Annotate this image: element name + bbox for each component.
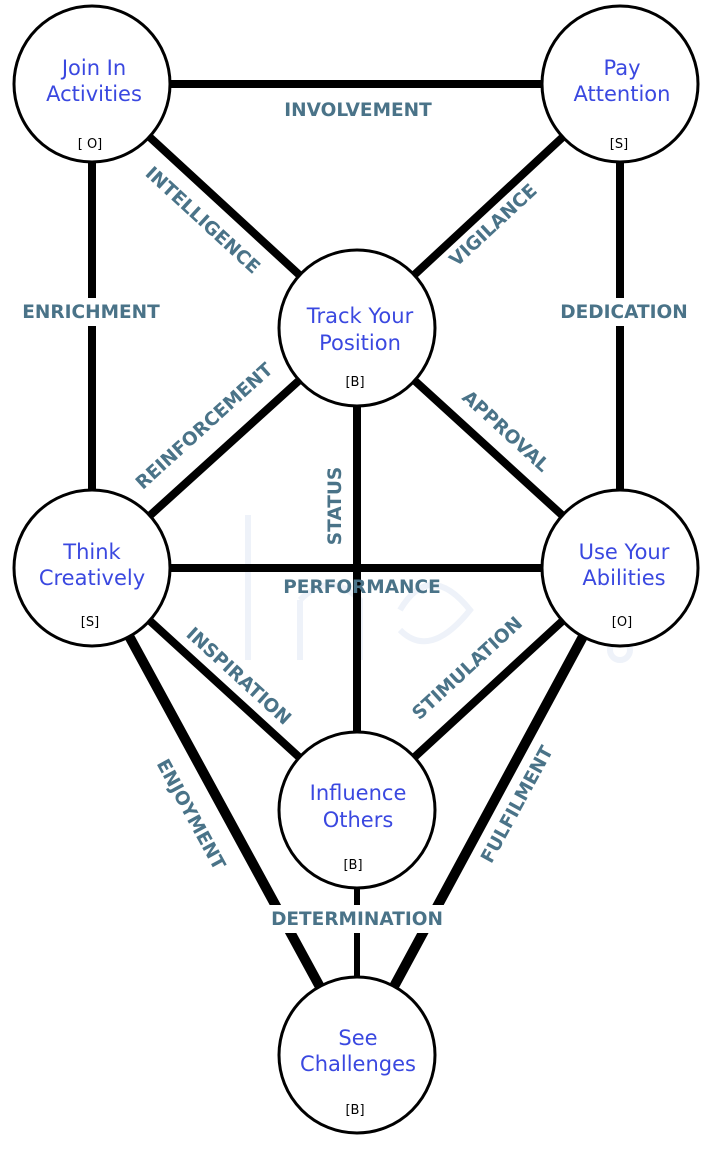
- node-track-code: [B]: [345, 375, 364, 390]
- edge-fulfilment: [352, 565, 625, 1058]
- node-use-your-abilities: Use Your Abilities [O]: [540, 488, 700, 648]
- node-influence-code: [B]: [343, 858, 362, 873]
- node-think-line2: Creatively: [39, 566, 145, 590]
- node-think-line1: Think: [62, 540, 121, 564]
- node-pay-line2: Attention: [574, 82, 671, 106]
- node-see-code: [B]: [345, 1103, 364, 1118]
- node-pay-code: [S]: [610, 137, 628, 152]
- label-dedication-bg: [553, 298, 695, 326]
- node-influence-others: Influence Others [B]: [277, 730, 437, 890]
- node-use-line1: Use Your: [579, 540, 670, 564]
- node-use-line2: Abilities: [582, 566, 665, 590]
- node-join-in-activities: Join In Activities [ O]: [12, 4, 172, 164]
- node-track-line2: Position: [319, 331, 401, 355]
- node-use-code: [O]: [612, 615, 632, 630]
- label-reinforcement: REINFORCEMENT: [132, 359, 278, 494]
- label-enrichment: ENRICHMENT: [22, 302, 160, 323]
- label-enjoyment: ENJOYMENT: [152, 756, 229, 874]
- node-pay-line1: Pay: [603, 56, 640, 80]
- label-involvement: INVOLVEMENT: [284, 100, 432, 121]
- node-think-code: [S]: [81, 615, 99, 630]
- edge-enjoyment: [87, 565, 362, 1058]
- label-status: STATUS: [325, 467, 346, 545]
- node-see-challenges: See Challenges [B]: [277, 975, 437, 1135]
- node-join-line1: Join In: [60, 56, 126, 80]
- node-influence-line2: Others: [323, 808, 394, 832]
- node-track-line1: Track Your: [306, 304, 414, 328]
- node-track-your-position: Track Your Position [B]: [277, 248, 437, 408]
- label-inspiration: INSPIRATION: [182, 624, 295, 730]
- node-see-line2: Challenges: [300, 1052, 416, 1076]
- node-think-creatively: Think Creatively [S]: [12, 488, 172, 648]
- node-see-line1: See: [338, 1026, 377, 1050]
- label-enrichment-bg: [16, 298, 166, 326]
- label-performance: PERFORMANCE: [283, 577, 440, 598]
- label-determination-bg: [266, 905, 450, 933]
- node-pay-attention: Pay Attention [S]: [540, 4, 700, 164]
- node-join-line2: Activities: [46, 82, 142, 106]
- label-vigilance: VIGILANCE: [446, 180, 542, 271]
- label-dedication: DEDICATION: [560, 302, 687, 323]
- label-determination: DETERMINATION: [271, 909, 443, 930]
- node-join-code: [ O]: [78, 137, 103, 152]
- node-influence-line1: Influence: [310, 781, 407, 805]
